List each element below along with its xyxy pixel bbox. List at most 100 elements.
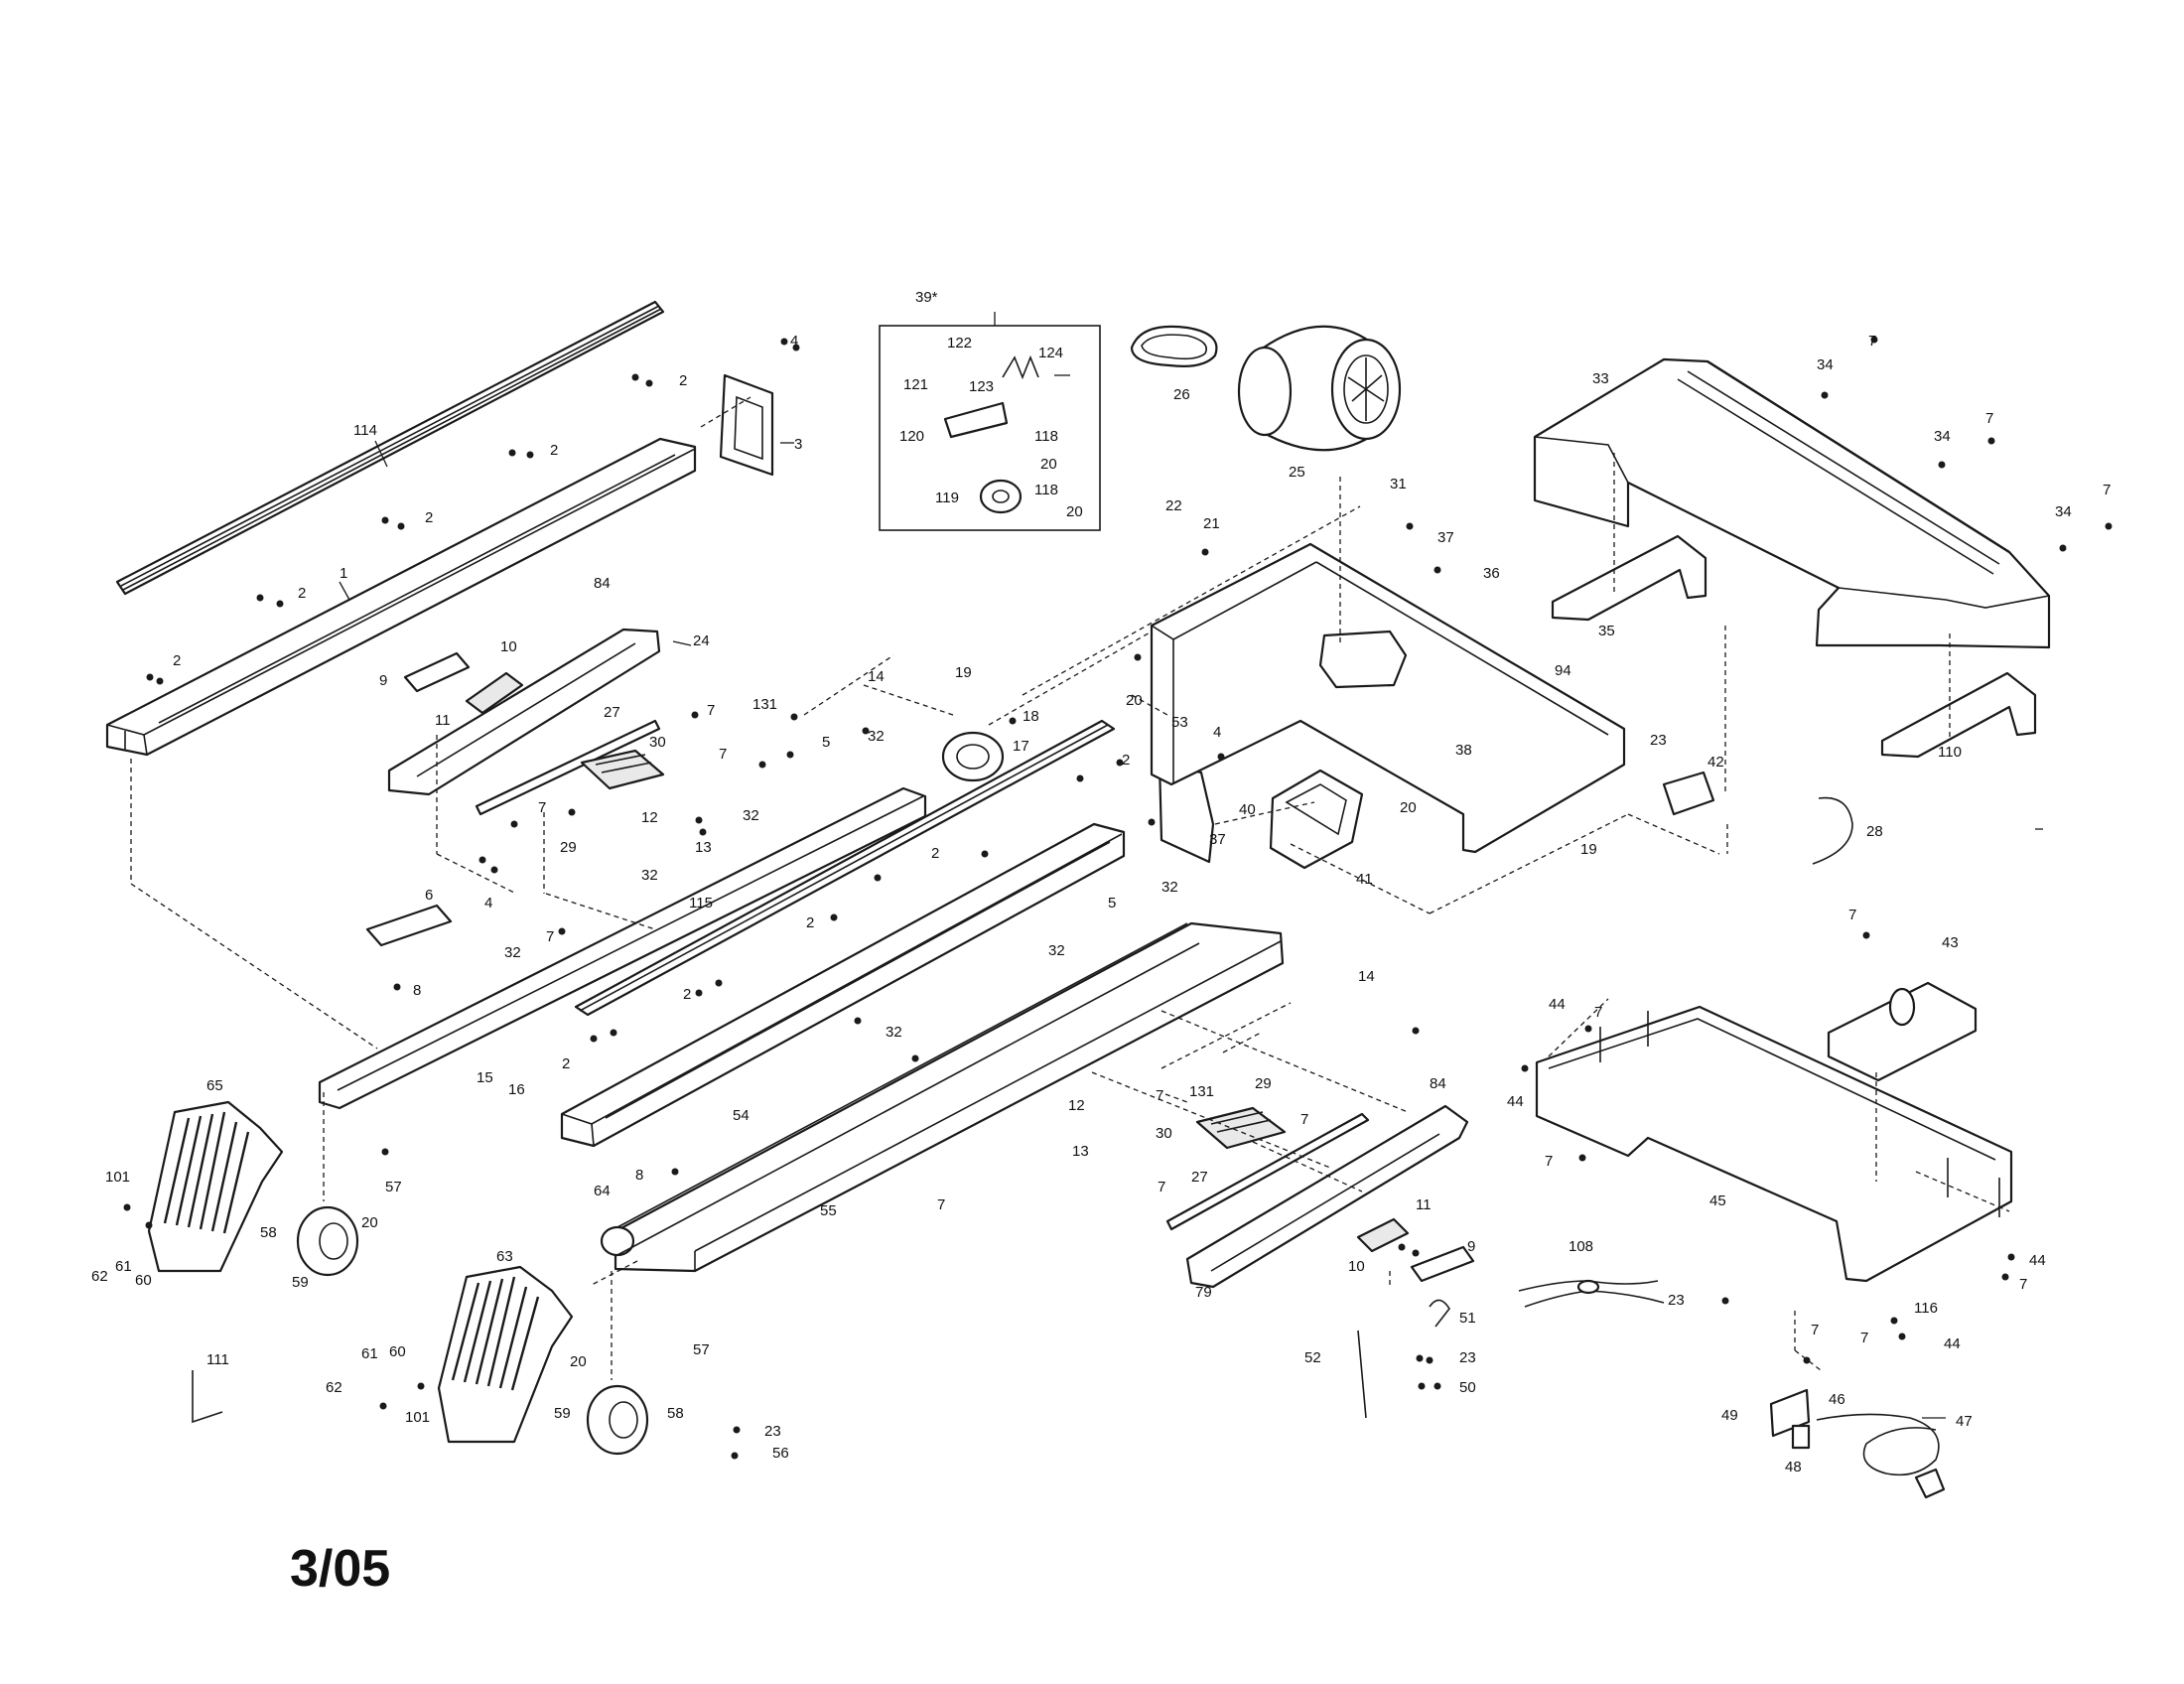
part-30-pad bbox=[580, 749, 665, 790]
part-55-right-frame-rail bbox=[614, 921, 1285, 1273]
callout-5: 5 bbox=[822, 734, 830, 751]
callout-7: 7 bbox=[1848, 907, 1856, 923]
callout-34: 34 bbox=[1934, 428, 1951, 445]
callout-62: 62 bbox=[326, 1379, 342, 1396]
part-1-left-side-rail bbox=[105, 437, 697, 757]
part-108-wire-harness bbox=[1518, 1279, 1665, 1308]
callout-7: 7 bbox=[1811, 1322, 1819, 1338]
part-114-rail-strip bbox=[115, 300, 665, 596]
callout-2: 2 bbox=[931, 845, 939, 862]
callout-84: 84 bbox=[1430, 1075, 1446, 1092]
callout-20: 20 bbox=[1126, 692, 1143, 709]
callout-63: 63 bbox=[496, 1248, 513, 1265]
callout-32: 32 bbox=[1161, 879, 1178, 896]
callout-23: 23 bbox=[764, 1423, 781, 1440]
callout-13: 13 bbox=[695, 839, 712, 856]
callout-101: 101 bbox=[405, 1409, 430, 1426]
callout-labels: 114 2 2 2 2 2 4 3 1 84 24 10 9 11 27 30 … bbox=[91, 289, 2111, 1475]
callout-29: 29 bbox=[560, 839, 577, 856]
callout-20: 20 bbox=[361, 1214, 378, 1231]
callout-2: 2 bbox=[173, 652, 181, 669]
part-79-handrail-cover-right bbox=[1185, 1104, 1469, 1289]
callout-29: 29 bbox=[1255, 1075, 1272, 1092]
callout-32: 32 bbox=[868, 728, 885, 745]
callout-24: 24 bbox=[693, 632, 710, 649]
callout-57: 57 bbox=[385, 1179, 402, 1195]
callout-47: 47 bbox=[1956, 1413, 1973, 1430]
part-48-switch bbox=[1791, 1424, 1811, 1450]
part-25-motor bbox=[1237, 325, 1402, 452]
callout-2: 2 bbox=[1122, 752, 1130, 769]
callout-36: 36 bbox=[1483, 565, 1500, 582]
part-59-wheel-left bbox=[296, 1205, 359, 1277]
callout-20: 20 bbox=[570, 1353, 587, 1370]
callout-44: 44 bbox=[2029, 1252, 2046, 1269]
callout-20: 20 bbox=[1040, 456, 1057, 473]
callout-14: 14 bbox=[1358, 968, 1375, 985]
callout-33: 33 bbox=[1592, 370, 1609, 387]
callout-58: 58 bbox=[260, 1224, 277, 1241]
callout-12: 12 bbox=[1068, 1097, 1085, 1114]
callout-38: 38 bbox=[1455, 742, 1472, 759]
part-63-rear-endcap-right bbox=[437, 1265, 574, 1444]
callout-35: 35 bbox=[1598, 623, 1615, 639]
part-65-rear-endcap-left bbox=[147, 1100, 284, 1273]
callout-48: 48 bbox=[1785, 1459, 1802, 1475]
part-64-rear-roller bbox=[600, 922, 1200, 1257]
callout-22: 22 bbox=[1165, 497, 1182, 514]
part-111-hex-key bbox=[192, 1370, 223, 1424]
part-94-front-frame bbox=[1150, 542, 1626, 854]
callout-7: 7 bbox=[1156, 1087, 1163, 1104]
callout-51: 51 bbox=[1459, 1310, 1476, 1327]
callout-27: 27 bbox=[1191, 1169, 1208, 1186]
callout-111: 111 bbox=[206, 1351, 229, 1368]
callout-2: 2 bbox=[550, 442, 558, 459]
callout-17: 17 bbox=[1013, 738, 1029, 755]
callout-7: 7 bbox=[1158, 1179, 1165, 1195]
callout-18: 18 bbox=[1023, 708, 1039, 725]
callout-115: 115 bbox=[689, 895, 713, 912]
part-30-pad-right bbox=[1195, 1106, 1287, 1150]
callout-42: 42 bbox=[1707, 754, 1724, 771]
callout-124: 124 bbox=[1038, 345, 1063, 361]
callout-10: 10 bbox=[1348, 1258, 1365, 1275]
callout-118: 118 bbox=[1034, 482, 1058, 498]
callout-leaders bbox=[339, 312, 2043, 1419]
callout-39: 39* bbox=[915, 289, 938, 306]
callout-55: 55 bbox=[820, 1202, 837, 1219]
hardware-fasteners bbox=[123, 336, 2113, 1460]
callout-32: 32 bbox=[743, 807, 759, 824]
callout-11: 11 bbox=[435, 712, 451, 729]
callout-23: 23 bbox=[1650, 732, 1667, 749]
callout-114: 114 bbox=[353, 422, 377, 439]
callout-3: 3 bbox=[794, 436, 802, 453]
callout-120: 120 bbox=[899, 428, 924, 445]
part-59-wheel-right bbox=[586, 1384, 649, 1456]
callout-44: 44 bbox=[1549, 996, 1566, 1013]
part-52-cable-tie bbox=[1357, 1330, 1367, 1419]
callout-37: 37 bbox=[1209, 831, 1226, 848]
part-33-motor-hood bbox=[1533, 357, 2051, 649]
callout-7: 7 bbox=[2103, 482, 2111, 498]
callout-34: 34 bbox=[1817, 356, 1834, 373]
callout-40: 40 bbox=[1239, 801, 1256, 818]
callout-7: 7 bbox=[2019, 1276, 2027, 1293]
callout-2: 2 bbox=[683, 986, 691, 1003]
callout-43: 43 bbox=[1942, 934, 1959, 951]
callout-57: 57 bbox=[693, 1341, 710, 1358]
callout-27: 27 bbox=[604, 704, 620, 721]
callout-7: 7 bbox=[546, 928, 554, 945]
callout-34: 34 bbox=[2055, 503, 2072, 520]
callout-84: 84 bbox=[594, 575, 611, 592]
callout-23: 23 bbox=[1459, 1349, 1476, 1366]
part-47-power-cord bbox=[1816, 1413, 1946, 1499]
callout-53: 53 bbox=[1171, 714, 1188, 731]
callout-7: 7 bbox=[1860, 1330, 1868, 1346]
callout-7: 7 bbox=[707, 702, 715, 719]
callout-2: 2 bbox=[298, 585, 306, 602]
callout-13: 13 bbox=[1072, 1143, 1089, 1160]
callout-59: 59 bbox=[292, 1274, 309, 1291]
callout-10: 10 bbox=[500, 638, 517, 655]
callout-56: 56 bbox=[772, 1445, 789, 1462]
